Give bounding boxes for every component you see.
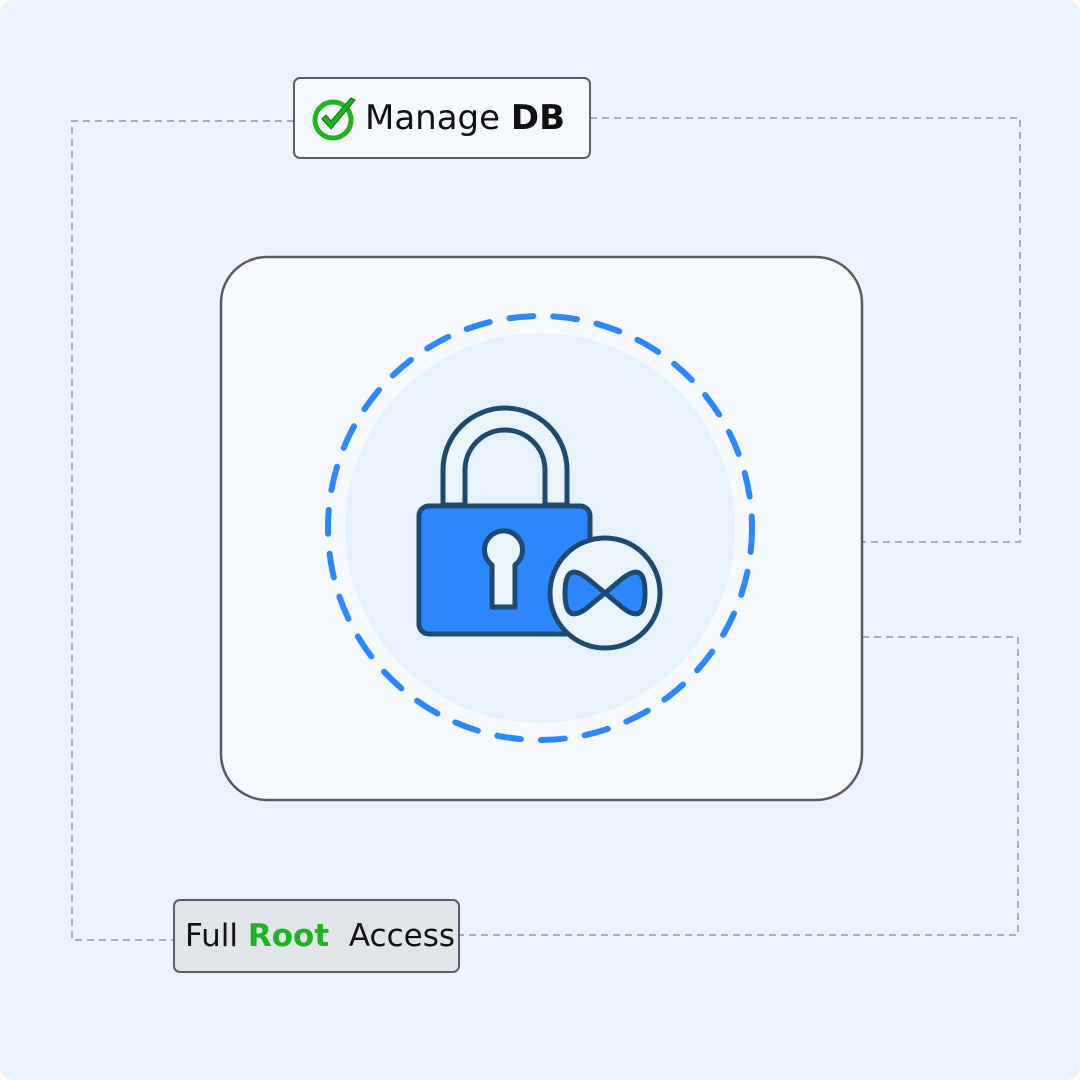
root-label-suffix: Access <box>348 918 456 954</box>
keyhole-icon <box>482 528 525 610</box>
manage-db-label: Manage DB <box>293 77 591 159</box>
connector-right-bottom <box>460 636 1019 936</box>
check-circle-icon <box>312 97 356 141</box>
root-label-prefix: Full <box>185 918 239 954</box>
infinity-badge-icon <box>547 535 663 651</box>
manage-label-emphasis: DB <box>510 98 566 138</box>
connector-left <box>71 120 294 941</box>
root-label-emphasis: Root <box>247 918 330 954</box>
full-root-access-label: Full Root Access <box>173 899 460 973</box>
connector-right-top <box>590 117 1021 543</box>
padlock-icon <box>416 405 593 637</box>
dashed-ring <box>325 313 755 743</box>
manage-label-prefix: Manage <box>365 98 501 138</box>
